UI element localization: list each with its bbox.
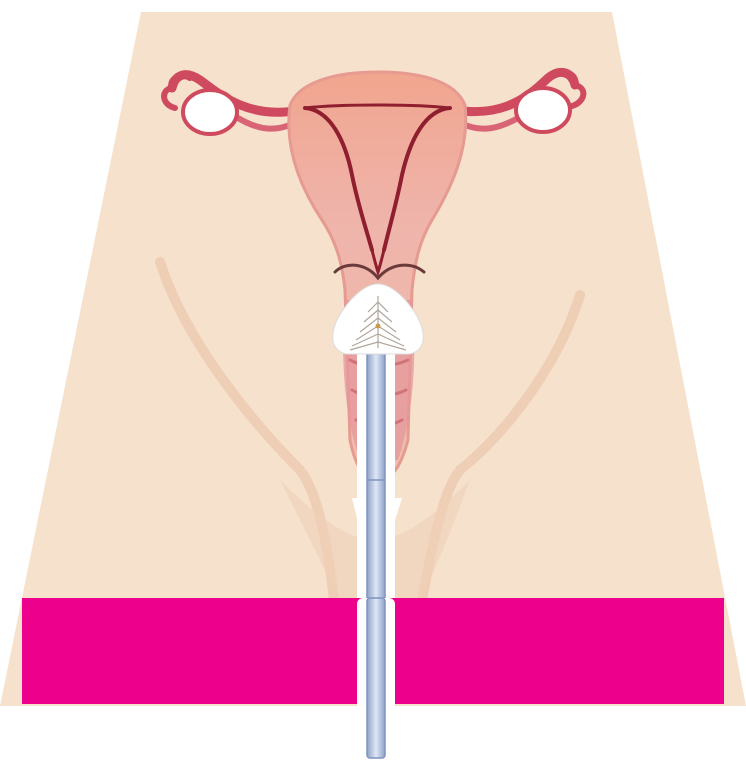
right-ovary: [516, 88, 570, 132]
brush-rod-over-band: [367, 598, 385, 758]
brush-center-dot: [376, 324, 381, 329]
left-ovary: [183, 90, 237, 134]
